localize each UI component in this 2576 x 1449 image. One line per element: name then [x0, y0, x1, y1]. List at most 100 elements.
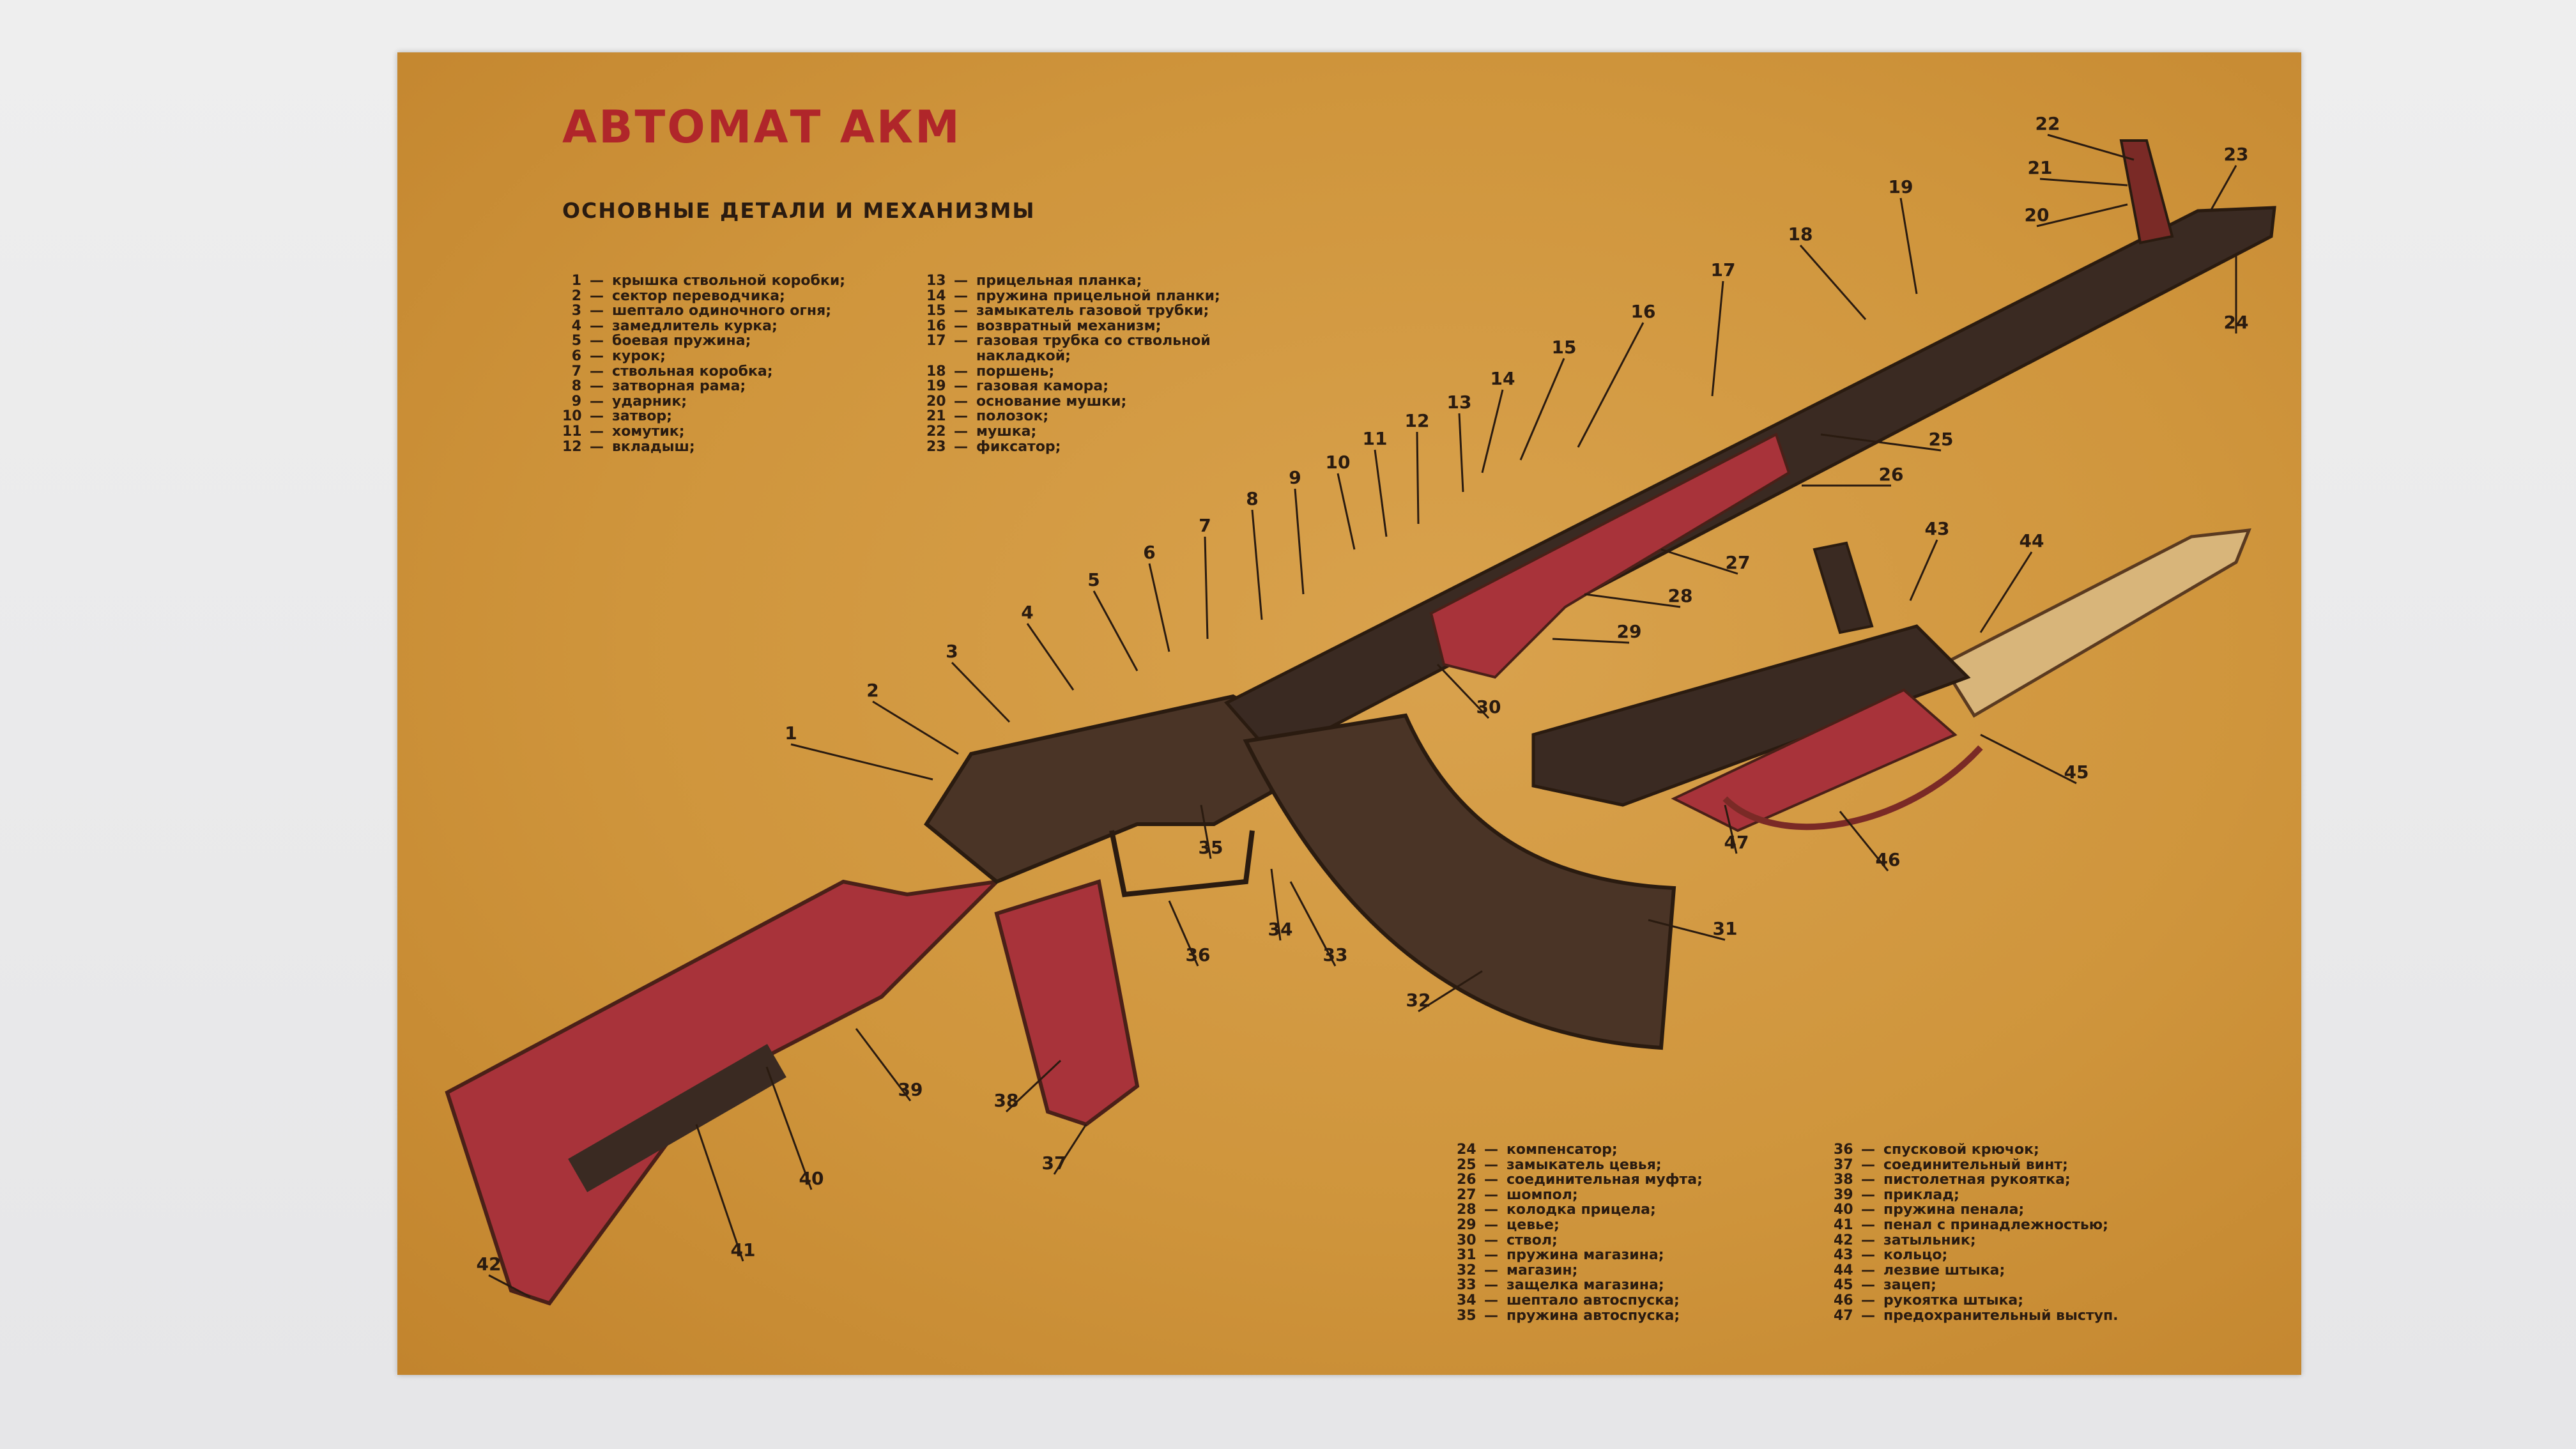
front-sight-shape: [2119, 139, 2174, 245]
legend-number: 30: [1457, 1232, 1476, 1248]
legend-dash: —: [1861, 1277, 1875, 1294]
legend-item: 24—компенсатор;: [1457, 1142, 1703, 1158]
legend-dash: —: [1484, 1232, 1498, 1248]
callout-leader-line: [872, 700, 959, 755]
legend-item: 29—цевье;: [1457, 1218, 1703, 1233]
legend-item: 26—соединительная муфта;: [1457, 1172, 1703, 1188]
bayonet-blade-shape: [1940, 528, 2251, 718]
legend-number: 38: [1834, 1172, 1853, 1188]
legend-dash: —: [1484, 1292, 1498, 1308]
callout-number: 19: [1889, 176, 1913, 197]
legend-item: 2—сектор переводчика;: [562, 288, 845, 304]
legend-dash: —: [590, 408, 604, 425]
legend-text: соединительный винт;: [1883, 1156, 2068, 1173]
callout-leader-line: [1980, 733, 2077, 785]
legend-dash: —: [1861, 1172, 1875, 1188]
legend-item: накладкой;: [926, 349, 1220, 364]
callout-leader-line: [1092, 590, 1138, 671]
legend-text: пружина пенала;: [1883, 1202, 2025, 1218]
legend-item: 28—колодка прицела;: [1457, 1202, 1703, 1218]
legend-text: защелка магазина;: [1506, 1277, 1664, 1294]
callout-number: 16: [1631, 301, 1656, 322]
callout-leader-line: [2209, 165, 2237, 211]
callout-leader-line: [1979, 551, 2033, 633]
callout-leader-line: [1577, 322, 1644, 448]
callout-number: 18: [1788, 224, 1813, 245]
legend-number: 31: [1457, 1247, 1476, 1264]
legend-number: 5: [571, 333, 581, 349]
legend-text: лезвие штыка;: [1883, 1262, 2005, 1278]
legend-text: кольцо;: [1883, 1247, 1948, 1264]
legend-number: 23: [926, 438, 946, 455]
callout-leader-line: [1148, 563, 1170, 652]
legend-item: 37—соединительный винт;: [1834, 1156, 2119, 1173]
legend-item: 10—затвор;: [562, 409, 845, 424]
legend-text: ствол;: [1506, 1232, 1558, 1248]
legend-number: 29: [1457, 1216, 1476, 1233]
callout-leader-line: [1552, 638, 1630, 644]
legend-dash: —: [1484, 1156, 1498, 1173]
legend-text: цевье;: [1506, 1216, 1560, 1233]
legend-dash: —: [1861, 1202, 1875, 1218]
callout-leader-line: [1200, 804, 1212, 859]
legend-dash: —: [1484, 1172, 1498, 1188]
legend-item: 25 — замыкатель цевья;: [1457, 1156, 1703, 1173]
legend-dash: —: [1484, 1247, 1498, 1264]
legend-text: возвратный механизм;: [976, 318, 1162, 334]
callout-number: 31: [1713, 918, 1738, 939]
legend-number: 11: [562, 423, 582, 440]
legend-text: пенал с принадлежностью;: [1883, 1216, 2108, 1233]
legend-item: 31 — пружина магазина;: [1457, 1248, 1703, 1263]
legend-dash: —: [590, 438, 604, 455]
bayonet-grip-red-shape: [1671, 688, 1958, 832]
legend-text: колодка прицела;: [1506, 1202, 1656, 1218]
legend-number: 20: [926, 393, 946, 410]
legend-item: 34—шептало автоспуска;: [1457, 1293, 1703, 1308]
legend-number: 25: [1457, 1156, 1476, 1173]
legend-dash: —: [1484, 1262, 1498, 1278]
callout-leader-line: [1839, 811, 1889, 871]
callout-number: 5: [1087, 569, 1100, 590]
legend-dash: —: [954, 288, 968, 304]
legend-text: пистолетная рукоятка;: [1883, 1172, 2071, 1188]
legend-number: 39: [1834, 1186, 1853, 1203]
legend-dash: —: [1861, 1262, 1875, 1278]
callout-number: 11: [1363, 428, 1388, 449]
legend-number: 33: [1457, 1277, 1476, 1294]
legend-text: крышка ствольной коробки;: [612, 273, 846, 289]
legend-number: 6: [571, 348, 581, 364]
legend-text: пружина магазина;: [1506, 1247, 1664, 1264]
callout-number: 14: [1491, 368, 1515, 389]
legend-number: 2: [571, 288, 581, 304]
legend-text: замыкатель цевья;: [1506, 1156, 1662, 1173]
callout-number: 17: [1711, 259, 1736, 280]
callout-leader-line: [488, 1274, 531, 1298]
legend-number: 4: [571, 318, 581, 334]
legend-dash: —: [590, 333, 604, 349]
callout-leader-line: [951, 661, 1011, 723]
legend-dash: —: [590, 378, 604, 395]
callout-layer: 1234567891011121314151617181920212223242…: [477, 113, 2249, 1298]
bayonet-guard-loop-shape: [1722, 745, 1983, 830]
legend-dash: —: [590, 348, 604, 364]
callout-leader-line: [1899, 197, 1918, 295]
legend-item: 39—приклад;: [1834, 1186, 2119, 1203]
callout-leader-line: [1799, 245, 1867, 320]
legend-text: пружина прицельной планки;: [976, 288, 1220, 304]
callout-leader-line: [2047, 134, 2135, 161]
trigger-guard-shape: [1109, 830, 1255, 898]
legend-item: 7—ствольная коробка;: [562, 364, 845, 379]
legend-number: 14: [926, 288, 946, 304]
callout-number: 23: [2224, 144, 2249, 165]
legend-text: замыкатель газовой трубки;: [976, 303, 1209, 319]
callout-number: 6: [1143, 542, 1155, 563]
legend-dash: —: [1861, 1247, 1875, 1264]
legend-item: 17—газовая трубка со ствольной: [926, 334, 1220, 349]
callout-leader-line: [1660, 548, 1738, 575]
parts-legend-column-2: 13—прицельная планка;14—пружина прицельн…: [926, 273, 1220, 454]
callout-leader-line: [2036, 203, 2128, 227]
legend-item: 11—хомутик;: [562, 424, 845, 440]
callout-number: 46: [1876, 849, 1901, 870]
callout-leader-line: [1724, 804, 1738, 854]
